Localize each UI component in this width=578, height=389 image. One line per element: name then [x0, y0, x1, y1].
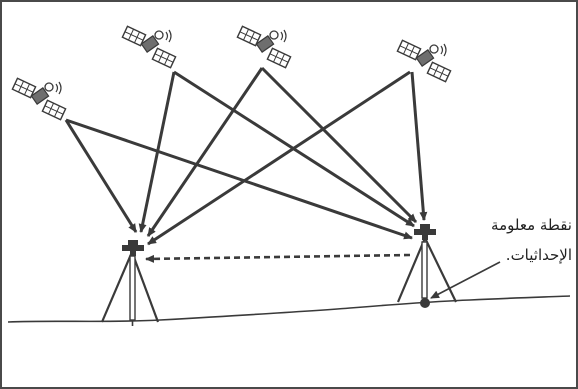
satellite-icon	[236, 25, 292, 69]
signal-ray	[410, 71, 428, 221]
signal-ray	[146, 67, 264, 237]
known-point-marker	[420, 298, 430, 308]
signal-ray	[64, 119, 138, 233]
signal-ray	[173, 70, 415, 228]
gps-receiver-icon	[122, 240, 144, 256]
baseline-dashed	[145, 253, 411, 263]
satellite-icon	[121, 25, 177, 69]
gps-receiver-icon	[414, 224, 436, 240]
known-point-label-line-2: الإحداثيات.	[505, 246, 572, 264]
signal-ray	[65, 118, 413, 240]
satellite-icon	[11, 77, 67, 121]
tripod-icon	[100, 251, 160, 326]
ground-line	[7, 295, 571, 323]
signal-ray	[147, 70, 411, 246]
signal-ray	[260, 66, 418, 224]
known-point-label-line-1: نقطة معلومة	[491, 216, 572, 234]
tripod-icon	[396, 237, 457, 303]
annotation-leader	[430, 261, 501, 299]
